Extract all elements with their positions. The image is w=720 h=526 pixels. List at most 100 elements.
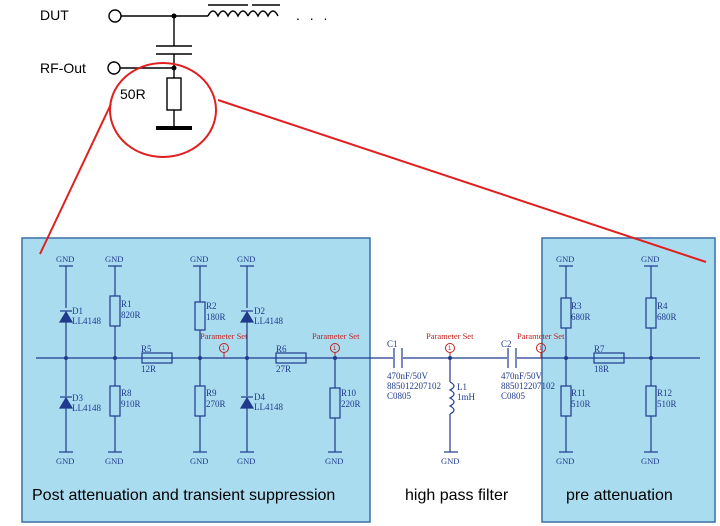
resistor-r11: R11 510R xyxy=(560,358,591,452)
gnd-label: GND xyxy=(105,254,123,264)
inductor-l1: L1 1mH xyxy=(448,356,476,452)
d1-value: LL4148 xyxy=(72,316,101,326)
r6-value: 27R xyxy=(276,364,291,374)
diode-d2: D2 LL4148 xyxy=(239,266,283,358)
parameter-set-marker: Parameter Set 1 xyxy=(517,331,565,358)
gnd-label: GND xyxy=(556,254,574,264)
c2-ref: C2 xyxy=(501,339,512,349)
gnd-label: GND xyxy=(190,254,208,264)
l1-ref: L1 xyxy=(457,382,467,392)
r7-ref: R7 xyxy=(594,344,605,354)
gnd-label: GND xyxy=(641,254,659,264)
gnd-label: GND xyxy=(190,456,208,466)
resistor-r10: R10 220R xyxy=(329,358,361,452)
gnd-label: GND xyxy=(556,456,574,466)
r3-value: 680R xyxy=(571,312,591,322)
l1-value: 1mH xyxy=(457,392,476,402)
gnd-label: GND xyxy=(641,456,659,466)
svg-text:1: 1 xyxy=(448,346,452,352)
gnd-labels: GND GND GND GND GND GND GND GND GND GND … xyxy=(56,254,659,466)
r6-ref: R6 xyxy=(276,344,287,354)
r1-value: 820R xyxy=(121,310,141,320)
gnd-label: GND xyxy=(56,456,74,466)
resistor-r5: R5 12R xyxy=(141,344,173,374)
capacitor-c1: C1 470nF/50V 885012207102 C0805 xyxy=(387,339,441,401)
r7-value: 18R xyxy=(594,364,609,374)
r12-ref: R12 xyxy=(657,388,672,398)
r11-value: 510R xyxy=(571,399,591,409)
resistor-r3: R3 680R xyxy=(560,266,591,358)
rfout-label: RF-Out xyxy=(40,60,86,76)
svg-text:1: 1 xyxy=(222,346,226,352)
post-attenuation-box xyxy=(21,237,371,523)
r5-value: 12R xyxy=(141,364,156,374)
c2-part: 885012207102 xyxy=(501,381,555,391)
resistor-r4: R4 680R xyxy=(645,266,677,358)
r9-ref: R9 xyxy=(206,388,217,398)
input-circuit: DUT RF-Out 50R . . . xyxy=(40,4,330,130)
diode-d1: D1 LL4148 xyxy=(58,266,101,358)
c1-package: C0805 xyxy=(387,391,412,401)
dut-terminal xyxy=(108,9,122,23)
r1-ref: R1 xyxy=(121,299,132,309)
d3-value: LL4148 xyxy=(72,403,101,413)
r4-ref: R4 xyxy=(657,301,668,311)
inductor-symbol xyxy=(207,4,280,18)
gnd-label: GND xyxy=(237,456,255,466)
d4-ref: D4 xyxy=(254,392,265,402)
parameter-set-label: Parameter Set xyxy=(200,331,248,341)
continuation-ellipsis: . . . xyxy=(296,7,330,23)
r2-value: 180R xyxy=(206,312,226,322)
parameter-set-marker: Parameter Set 1 xyxy=(426,331,474,358)
resistor-50r xyxy=(166,77,182,111)
r9-value: 270R xyxy=(206,399,226,409)
parameter-set-label: Parameter Set xyxy=(517,331,565,341)
gnd-label: GND xyxy=(237,254,255,264)
parameter-set-label: Parameter Set xyxy=(312,331,360,341)
r4-value: 680R xyxy=(657,312,677,322)
d2-ref: D2 xyxy=(254,306,265,316)
resistor-r7: R7 18R xyxy=(593,344,625,374)
resistor-50r-label: 50R xyxy=(120,86,146,102)
c1-ref: C1 xyxy=(387,339,398,349)
resistor-r8: R8 910R xyxy=(109,358,141,452)
parameter-set-marker: Parameter Set 1 xyxy=(200,331,248,358)
resistor-r1: R1 820R xyxy=(109,266,141,358)
d4-value: LL4148 xyxy=(254,402,283,412)
zoom-line-right xyxy=(217,99,707,263)
c2-value: 470nF/50V xyxy=(501,371,543,381)
r8-ref: R8 xyxy=(121,388,132,398)
post-attenuation-caption: Post attenuation and transient suppressi… xyxy=(32,487,335,504)
r11-ref: R11 xyxy=(571,388,586,398)
pre-attenuation-box xyxy=(541,237,716,523)
zoom-ellipse xyxy=(109,62,217,158)
r8-value: 910R xyxy=(121,399,141,409)
high-pass-filter-caption: high pass filter xyxy=(405,487,509,504)
gnd-label: GND xyxy=(56,254,74,264)
resistor-r9: R9 270R xyxy=(194,358,226,452)
resistor-r12: R12 510R xyxy=(645,358,677,452)
zoom-line-left xyxy=(39,103,112,255)
pre-attenuation-caption: pre attenuation xyxy=(566,487,673,504)
c2-package: C0805 xyxy=(501,391,526,401)
diode-d4: D4 LL4148 xyxy=(239,358,283,452)
resistor-r2: R2 180R xyxy=(194,266,226,358)
r10-ref: R10 xyxy=(341,388,357,398)
d1-ref: D1 xyxy=(72,306,83,316)
d3-ref: D3 xyxy=(72,393,83,403)
parameter-set-label: Parameter Set xyxy=(426,331,474,341)
svg-text:1: 1 xyxy=(333,346,337,352)
gnd-label: GND xyxy=(325,456,343,466)
r5-ref: R5 xyxy=(141,344,152,354)
capacitor-c2: C2 470nF/50V 885012207102 C0805 xyxy=(501,339,555,401)
r10-value: 220R xyxy=(341,399,361,409)
dut-label: DUT xyxy=(40,7,69,23)
r2-ref: R2 xyxy=(206,301,217,311)
svg-text:1: 1 xyxy=(539,346,543,352)
rfout-terminal xyxy=(107,61,121,75)
c1-part: 885012207102 xyxy=(387,381,441,391)
gnd-label: GND xyxy=(441,456,459,466)
r12-value: 510R xyxy=(657,399,677,409)
d2-value: LL4148 xyxy=(254,316,283,326)
